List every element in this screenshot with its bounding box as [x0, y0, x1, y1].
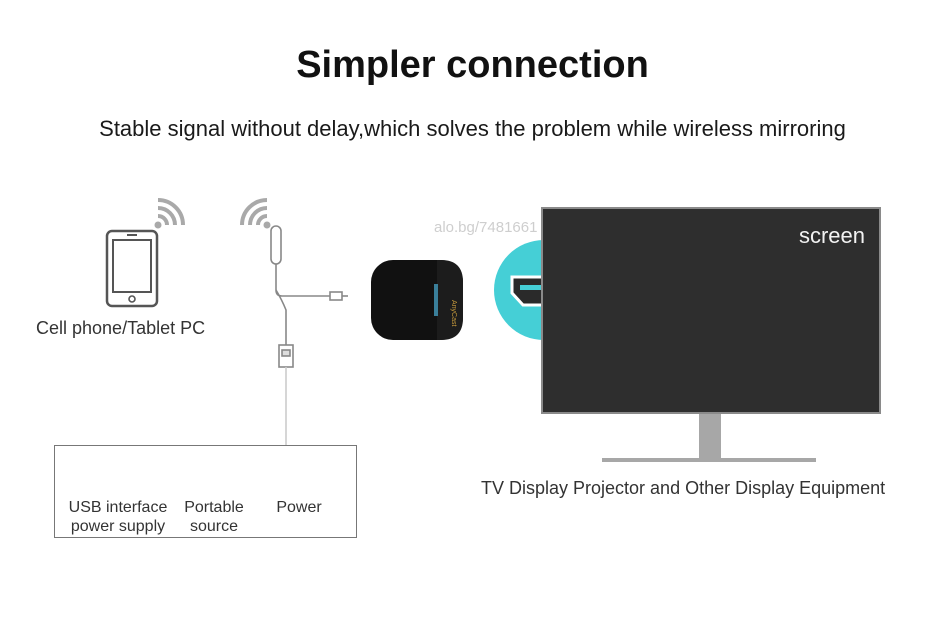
page-title: Simpler connection [296, 44, 649, 86]
tv-screen-label: screen [798, 223, 865, 248]
smartphone-icon [105, 229, 159, 308]
portable-source-label: Portable source [175, 498, 253, 536]
tv-screen: screen [541, 207, 881, 414]
tv-caption: TV Display Projector and Other Display E… [481, 478, 886, 498]
usb-power-label-line1: USB interface [68, 499, 168, 516]
wireless-dongle: AnyCast [371, 260, 463, 340]
usb-power-label: USB interface power supply [59, 498, 177, 536]
wifi-signal-icon [240, 198, 271, 229]
power-options-box: USB interface power supply Portable sour… [54, 445, 357, 538]
svg-text:AnyCast: AnyCast [450, 300, 457, 327]
portable-source-label-line1: Portable [184, 499, 244, 516]
usb-power-label-line2: power supply [70, 518, 166, 535]
wifi-signal-icon [154, 198, 185, 229]
portable-source-label-line2: source [189, 518, 239, 535]
page-subtitle: Stable signal without delay,which solves… [99, 116, 846, 141]
watermark-text: alo.bg/7481661 [434, 219, 538, 236]
phone-caption: Cell phone/Tablet PC [36, 318, 206, 338]
tv-stand [602, 413, 816, 462]
power-label: Power [276, 499, 322, 516]
antenna-cable-icon [270, 225, 348, 445]
